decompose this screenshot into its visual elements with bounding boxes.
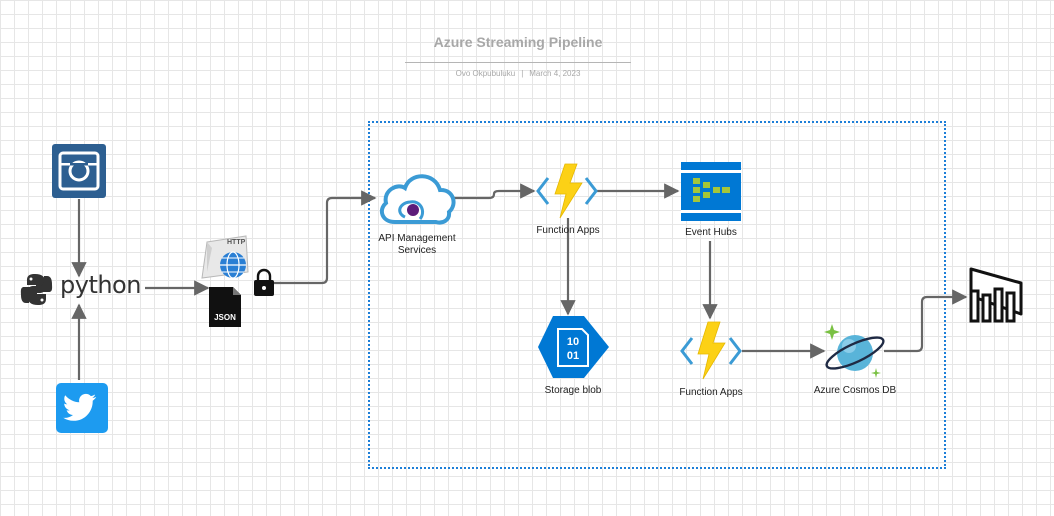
function-apps-icon[interactable] [680,321,742,380]
http-globe-icon[interactable]: HTTP [201,235,249,279]
power-bi-icon[interactable] [969,267,1023,323]
storage-badge-line2: 01 [567,350,579,362]
diagram-date: March 4, 2023 [529,69,581,78]
json-badge-text: JSON [214,313,236,322]
api-management-label-line1: API Management [378,233,456,244]
function-apps-icon[interactable] [536,163,598,219]
event-hubs-icon[interactable] [681,162,741,221]
subtitle-separator: | [521,69,524,78]
author-name: Ovo Okpubuluku [455,69,516,78]
function-apps-1-label: Function Apps [536,225,600,236]
instagram-icon[interactable] [52,144,106,198]
storage-blob-label: Storage blob [544,385,602,396]
python-logo-icon[interactable] [20,274,53,305]
edge-lock-api[interactable] [272,190,377,285]
title-divider [405,62,631,63]
http-badge-text: HTTP [227,239,246,246]
api-management-icon[interactable] [379,174,456,225]
event-hubs-label: Event Hubs [685,227,737,238]
edge-cosmos-powerbi[interactable] [884,289,968,353]
twitter-icon[interactable] [56,383,108,433]
python-wordmark: python [60,271,141,299]
azure-group-boundary[interactable] [368,121,946,469]
edge-api-function1[interactable] [452,183,536,200]
api-management-label: API Management Services [364,233,470,257]
lock-icon[interactable] [254,268,274,296]
cosmos-db-icon[interactable] [823,324,887,378]
cosmos-db-label: Azure Cosmos DB [813,385,897,396]
connectors [71,183,968,380]
diagram-title: Azure Streaming Pipeline [433,34,603,50]
storage-badge-line1: 10 [567,336,579,348]
storage-blob-icon[interactable]: 10 01 [538,316,609,378]
json-file-icon[interactable]: JSON [209,287,241,327]
function-apps-2-label: Function Apps [679,387,743,398]
diagram-subtitle: Ovo Okpubuluku | March 4, 2023 [395,69,641,78]
api-management-label-line2: Services [397,245,437,256]
